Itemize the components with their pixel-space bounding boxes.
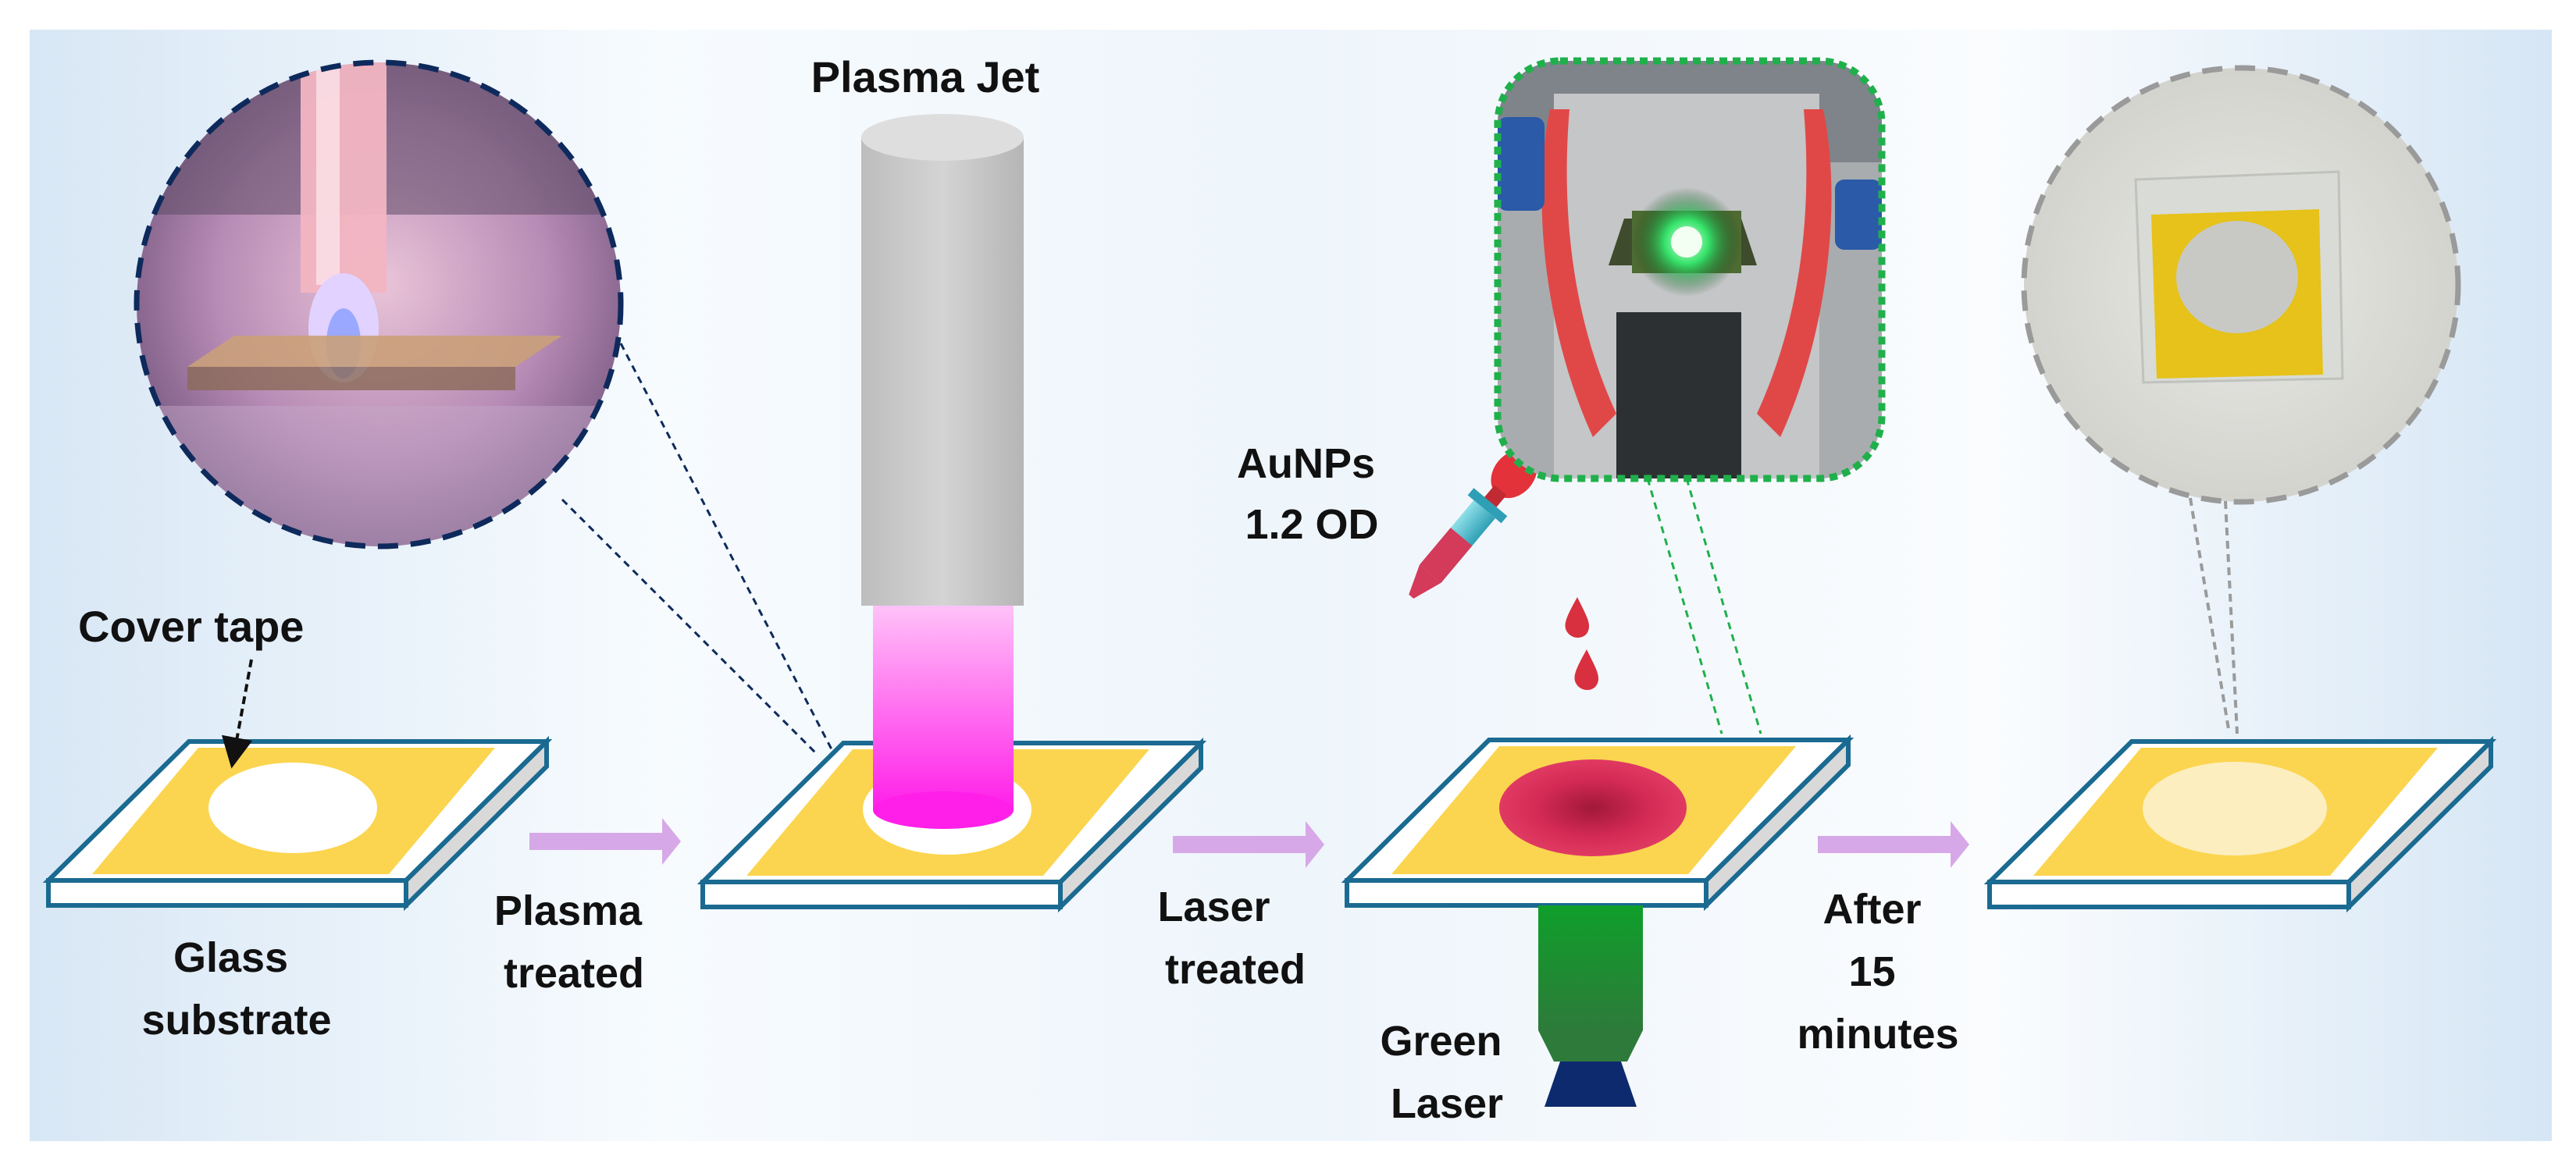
- cover-tape-pointer-arrow: [221, 659, 253, 769]
- plasma-jet-nozzle: [861, 114, 1024, 606]
- plasma-plume: [873, 606, 1014, 829]
- droplet-icon: [1574, 649, 1599, 690]
- process-arrow-3: [1818, 821, 1969, 868]
- label-plasma-treated: Plasma treated: [494, 887, 654, 997]
- zoom-photo-plasma-jet: [134, 59, 833, 755]
- tape-hole: [208, 763, 377, 853]
- label-after-15-minutes: After 15 minutes: [1797, 886, 1958, 1058]
- zoom-line: [561, 498, 818, 755]
- process-arrow-2: [1173, 821, 1324, 868]
- label-laser-treated: Laser treated: [1157, 884, 1306, 993]
- substrate-step-3: [1341, 734, 1855, 912]
- zoom-line: [1646, 478, 1723, 734]
- label-green-laser: Green Laser: [1380, 1018, 1513, 1127]
- green-laser-device: [1538, 905, 1643, 1107]
- label-cover-tape: Cover tape: [78, 602, 304, 651]
- substrate-step-4: [1983, 735, 2497, 913]
- dried-spot: [2143, 762, 2327, 855]
- droplet-icon: [1565, 597, 1590, 638]
- label-plasma-jet: Plasma Jet: [811, 52, 1040, 101]
- zoom-line: [619, 343, 833, 750]
- zoom-line: [1685, 478, 1762, 734]
- zoom-photo-laser-setup: [1494, 57, 1886, 734]
- substrate-step-1: [42, 735, 553, 912]
- label-aunps: AuNPs 1.2 OD: [1237, 440, 1387, 548]
- process-arrow-1: [529, 818, 681, 865]
- label-glass-substrate: Glass substrate: [141, 934, 331, 1044]
- zoom-line: [2189, 497, 2231, 734]
- aunp-spot: [1499, 759, 1687, 856]
- zoom-photo-result: [2021, 65, 2461, 734]
